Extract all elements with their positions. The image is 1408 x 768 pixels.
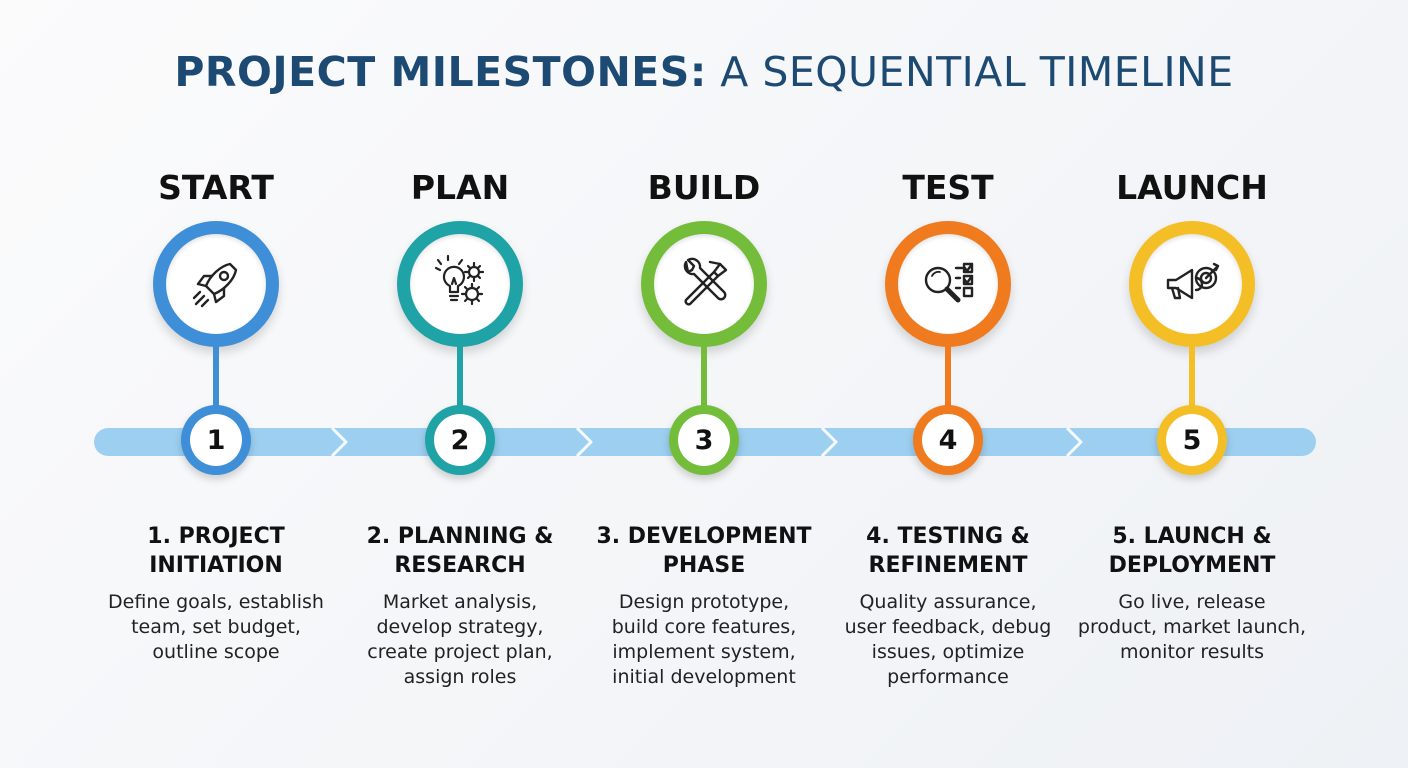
milestone-launch: LAUNCH 5 5. LAUNCH &DEPLOYMENT Go live, … — [1070, 0, 1314, 768]
step-number-badge: 2 — [425, 405, 495, 475]
wrench-hammer-icon — [683, 257, 728, 306]
step-heading: 4. TESTING &REFINEMENT — [866, 524, 1030, 578]
step-number-badge: 4 — [913, 405, 983, 475]
icon-ring — [1129, 221, 1255, 347]
title-bold: PROJECT MILESTONES: — [174, 48, 707, 96]
icon-ring — [641, 221, 767, 347]
icon-ring — [397, 221, 523, 347]
step-number-badge: 3 — [669, 405, 739, 475]
step-heading: 2. PLANNING &RESEARCH — [366, 524, 554, 578]
step-label: LAUNCH — [1116, 168, 1268, 207]
step-label: PLAN — [410, 168, 510, 207]
magnifier-checklist-icon — [924, 262, 974, 303]
lightbulb-gears-icon — [434, 254, 485, 306]
title-light: A SEQUENTIAL TIMELINE — [706, 48, 1234, 96]
page-title: PROJECT MILESTONES: A SEQUENTIAL TIMELIN… — [0, 48, 1408, 96]
step-label: START — [158, 168, 274, 207]
step-number-badge: 5 — [1157, 405, 1227, 475]
rocket-icon — [192, 262, 238, 308]
step-label: TEST — [902, 168, 994, 207]
megaphone-target-icon — [1166, 262, 1220, 300]
icon-ring — [153, 221, 279, 347]
milestone-plan: PLAN 2 2. PLANNING &RESEARCH Market anal… — [338, 0, 582, 768]
step-label: BUILD — [647, 168, 761, 207]
step-heading: 5. LAUNCH &DEPLOYMENT — [1108, 524, 1276, 578]
step-description: Market analysis,develop strategy,create … — [367, 591, 553, 688]
icon-ring — [885, 221, 1011, 347]
step-description: Design prototype,build core features,imp… — [611, 591, 797, 688]
milestone-test: TEST 4 4. TESTING &REFINEMENT Quality as… — [826, 0, 1070, 768]
track-chevrons — [330, 428, 1083, 456]
step-number-badge: 1 — [181, 405, 251, 475]
